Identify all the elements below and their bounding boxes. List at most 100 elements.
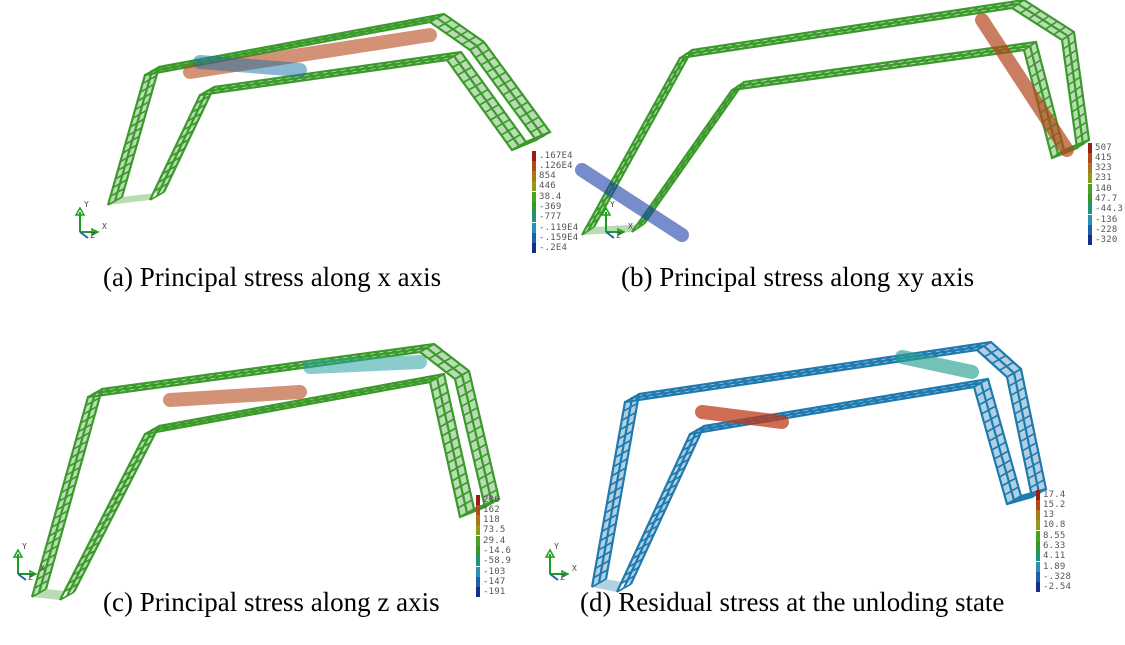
frame-rung [383, 348, 399, 358]
frame-rung [401, 345, 417, 356]
frame-rung [750, 374, 766, 385]
legend-swatch [476, 525, 480, 536]
frame-rung [495, 118, 511, 129]
frame-rung [648, 105, 662, 115]
frame-rung [1019, 491, 1034, 502]
legend-value: .126E4 [539, 160, 573, 171]
legend-value: 15.2 [1043, 499, 1066, 510]
frame-rung [429, 13, 445, 23]
frame-rung [932, 53, 946, 64]
frame-rung [180, 418, 196, 429]
frame-rung [998, 468, 1014, 478]
caption-b: (b) Principal stress along xy axis [621, 262, 975, 292]
legend-value: 162 [483, 504, 500, 515]
frame-rung [715, 43, 729, 54]
frame-rung [657, 89, 671, 99]
frame-rung [731, 81, 745, 91]
frame-rung [633, 391, 649, 402]
frame-rung [245, 79, 261, 90]
frame-rung [411, 376, 427, 386]
stress-hotspot [575, 163, 689, 242]
frame-rung [480, 480, 496, 490]
frame-rung [119, 475, 134, 485]
frame-rung [77, 423, 93, 433]
legend-value: -777 [539, 212, 562, 223]
frame-rung [140, 433, 156, 443]
axis-triad-icon [544, 548, 570, 581]
frame-rung [877, 61, 891, 71]
frame-rung [96, 387, 112, 397]
frame-rung [795, 72, 809, 82]
frame-rung [689, 141, 703, 151]
frame-rung [609, 476, 625, 486]
legend-value: 38.4 [539, 191, 562, 202]
frame-rung [124, 135, 140, 146]
frame-rung [68, 574, 83, 585]
frame-rung [491, 71, 507, 81]
frame-rung [443, 436, 459, 446]
frame-rung [468, 81, 484, 91]
legend-row: -2.54 [1036, 582, 1071, 593]
legend-swatch [1088, 214, 1092, 225]
frame-rung [993, 2, 1007, 12]
frame-rung [1020, 432, 1035, 443]
frame-rung [661, 81, 675, 91]
legend-swatch [476, 494, 480, 505]
frame-rung [141, 381, 157, 391]
caption-a: (a) Principal stress along x axis [103, 262, 442, 292]
frame-rung [617, 161, 631, 172]
frame-rung [619, 421, 635, 431]
frame-rung [1074, 121, 1087, 131]
frame-rung [170, 147, 186, 157]
frame-rung [419, 55, 434, 65]
frame-rung [786, 73, 800, 84]
frame-rung [115, 170, 130, 180]
frame-rung [715, 103, 729, 114]
frame-rung [475, 48, 490, 59]
frame-rung [80, 549, 96, 560]
frame-rung [1006, 495, 1022, 505]
frame-rung [601, 522, 617, 533]
frame-rung [132, 109, 148, 120]
frame-rung [946, 382, 961, 393]
frame-rung [479, 96, 494, 106]
frame-rung [429, 373, 445, 383]
frame-rung [473, 88, 489, 99]
frame-rung [484, 498, 500, 508]
frame-rung [391, 59, 407, 69]
frame-rung [867, 20, 881, 31]
frame-rung [626, 145, 639, 156]
frame-rung [497, 78, 512, 89]
frame-rung [107, 196, 123, 206]
frame-rung [868, 357, 884, 367]
frame-rung [322, 392, 338, 403]
frame-rung [364, 62, 380, 73]
frame-rung [462, 73, 478, 84]
frame-rung [260, 44, 276, 55]
frame-rung [119, 152, 135, 163]
frame-rung [65, 466, 81, 476]
legend-value: 47.7 [1095, 194, 1118, 204]
frame-rung [437, 52, 453, 62]
legend-swatch [1088, 173, 1092, 184]
legend-row: 446 [532, 181, 556, 192]
frame-rung [621, 153, 635, 164]
frame-rung [166, 156, 182, 166]
frame-rung [500, 126, 516, 136]
frame-rung [1012, 395, 1028, 406]
frame-rung [1014, 405, 1030, 415]
frame-rung [224, 410, 240, 421]
legend-row: -.328 [1036, 571, 1071, 582]
frame-rung [420, 374, 436, 385]
frame-rung [955, 381, 971, 391]
frame-rung [678, 156, 692, 166]
frame-rung [968, 48, 982, 59]
legend-swatch [1088, 142, 1092, 153]
legend-value: 854 [539, 171, 556, 182]
frame-rung [382, 60, 398, 70]
frame-rung [392, 346, 408, 357]
frame-rung [740, 80, 754, 90]
frame-rung [402, 18, 418, 28]
